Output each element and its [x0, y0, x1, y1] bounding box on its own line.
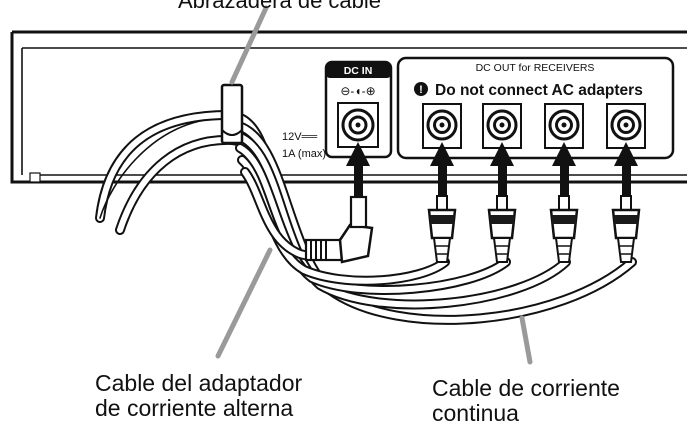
dc-cable-label-line2: continua [432, 400, 519, 426]
dc-out-label: DC OUT for RECEIVERS [476, 62, 595, 74]
warning-icon [414, 82, 428, 96]
ac-cable-label-line1: Cable del adaptador [95, 370, 303, 396]
ac-adapter-plug [304, 195, 374, 264]
polarity-symbol: ⊖-◖-⊕ [340, 84, 375, 98]
cable-clamp-callout: Abrazadera de cable [178, 0, 382, 13]
dc-cable-label-line1: Cable de corriente [432, 375, 620, 401]
power-rating: 12V══ 1A (max) [282, 131, 326, 160]
insert-arrows [346, 142, 638, 196]
dc-cable-callout: Cable de corriente continua [432, 376, 620, 426]
svg-text:!: ! [419, 84, 423, 96]
callout-leaders [215, 5, 533, 365]
ac-cable-callout: Cable del adaptador de corriente alterna [95, 371, 302, 421]
ac-cable-label-line2: de corriente alterna [95, 395, 294, 421]
warning-text: Do not connect AC adapters [435, 82, 643, 99]
dc-cable-bundle [230, 120, 637, 325]
dc-in-panel: DC IN ⊖-◖-⊕ [324, 60, 393, 159]
dc-in-label: DC IN [344, 65, 373, 77]
cable-clamp [220, 83, 244, 145]
svg-text:1A (max): 1A (max) [282, 148, 326, 160]
output-jacks [422, 103, 646, 149]
svg-text:12V══: 12V══ [282, 131, 317, 143]
dc-plugs [427, 195, 641, 263]
dc-out-panel: DC OUT for RECEIVERS ! Do not connect AC… [396, 56, 675, 160]
